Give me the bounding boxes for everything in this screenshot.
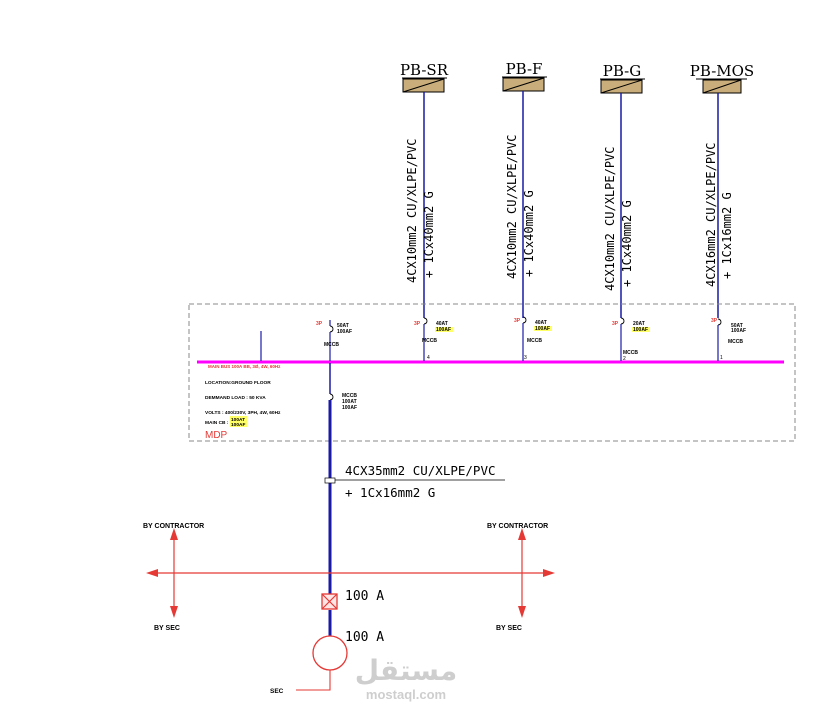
breaker-pb-sr: 3P 40AT 100AF MCCB 4 <box>414 317 453 361</box>
breaker-symbol-icon <box>522 316 527 324</box>
breaker-rating: 40AT <box>535 320 547 326</box>
panel-board-pb-f: PB-F <box>502 60 547 92</box>
sec-label: SEC <box>270 688 284 695</box>
way-number: 3 <box>524 355 527 361</box>
isolator <box>321 593 338 610</box>
isolator-rating: 100 A <box>345 589 384 604</box>
cable-spec-line2: + 1Cx40mm2 G <box>422 191 436 278</box>
breaker-frame: 100AF <box>633 327 648 333</box>
breaker-type: MCCB <box>422 338 437 344</box>
watermark-arabic: مستقل <box>355 655 457 686</box>
feeder-cable-line2: + 1Cx16mm2 G <box>345 485 435 500</box>
demand-load-text: DEMMAND LOAD : 50 KVA <box>205 395 266 401</box>
panel-name: PB-G <box>603 62 641 80</box>
arrow-down-icon <box>170 606 178 618</box>
breaker-rating: 40AT <box>436 321 448 327</box>
watermark: مستقل mostaql.com <box>355 655 457 702</box>
breaker-symbol-icon <box>620 317 625 325</box>
panel-name: PB-F <box>506 60 543 78</box>
main-breaker-symbol-icon <box>329 393 334 401</box>
cable-spec-line1: 4CX10mm2 CU/XLPE/PVC <box>603 147 617 292</box>
cable-spec-line2: + 1Cx40mm2 G <box>620 200 634 287</box>
breaker-rating: 50AT <box>731 323 743 329</box>
pole-mark: 3P <box>612 321 619 327</box>
sec-leader-line <box>296 670 331 691</box>
panel-name: PB-SR <box>400 61 449 79</box>
arrow-right-icon <box>543 569 555 577</box>
breaker-rating: 50AT <box>337 323 349 329</box>
by-contractor-left: BY CONTRACTOR <box>143 523 204 530</box>
breaker-pb-mos: 3P 50AT 100AF MCCB 1 <box>711 318 746 361</box>
breaker-symbol-icon <box>423 317 428 325</box>
feeder-cable-line1: 4CX35mm2 CU/XLPE/PVC <box>345 463 496 478</box>
breaker-rating: 20AT <box>633 321 645 327</box>
main-breaker-frame: 100AF <box>342 405 357 411</box>
pole-mark: 3P <box>316 321 323 327</box>
panel-board-pb-mos: PB-MOS <box>690 62 754 94</box>
main-cb-rating: 100AT <box>231 417 245 423</box>
cable-spec-line1: 4CX10mm2 CU/XLPE/PVC <box>405 139 419 284</box>
panel-name: PB-MOS <box>690 62 754 80</box>
pole-mark: 3P <box>414 321 421 327</box>
breaker-type: MCCB <box>324 342 339 348</box>
way-number: 2 <box>623 356 626 362</box>
mdp-enclosure <box>188 303 796 442</box>
breaker-frame: 100AF <box>337 329 352 335</box>
breaker-type: MCCB <box>527 338 542 344</box>
cable-tag-icon <box>324 477 336 484</box>
feeder-lines <box>423 91 719 318</box>
breaker-symbol-icon <box>717 318 722 326</box>
location-text: LOCATION:GROUND FLOOR <box>205 380 271 386</box>
cable-spec-line2: + 1Cx16mm2 G <box>720 192 734 279</box>
by-sec-right: BY SEC <box>496 625 522 632</box>
main-cb-frame: 100AF <box>231 422 245 428</box>
meter-circle-icon <box>312 635 348 671</box>
breaker-spare: 3P 50AT 100AF MCCB <box>316 320 352 361</box>
arrow-up-icon <box>518 528 526 540</box>
panel-board-pb-g: PB-G <box>600 62 645 94</box>
by-contractor-right: BY CONTRACTOR <box>487 523 548 530</box>
panel-board-pb-sr: PB-SR <box>400 61 449 93</box>
cable-spec-line1: 4CX16mm2 CU/XLPE/PVC <box>704 143 718 288</box>
watermark-latin: mostaql.com <box>366 687 446 702</box>
breaker-type: MCCB <box>623 350 638 356</box>
volts-text: VOLTS : 400/230V, 3PH, 4W, 60Hz <box>205 410 281 416</box>
way-number: 1 <box>720 355 723 361</box>
main-bus-label: MAIN BUS 100A BB, 3Ø, 4W, 60Hz <box>208 364 281 369</box>
cable-spec-line2: + 1Cx40mm2 G <box>522 190 536 277</box>
breaker-frame: 100AF <box>436 327 451 333</box>
breaker-frame: 100AF <box>731 328 746 334</box>
main-breaker-rating: 100AT <box>342 399 357 405</box>
arrow-up-icon <box>170 528 178 540</box>
breaker-pb-f: 3P 40AT 100AF MCCB 3 <box>514 316 552 361</box>
main-cb-label: MAIN CB : <box>205 420 229 426</box>
main-breaker-type: MCCB <box>342 393 357 399</box>
arrow-down-icon <box>518 606 526 618</box>
breaker-frame: 100AF <box>535 326 550 332</box>
arrow-left-icon <box>146 569 158 577</box>
cable-spec-line1: 4CX10mm2 CU/XLPE/PVC <box>505 135 519 280</box>
by-sec-left: BY SEC <box>154 625 180 632</box>
scope-boundary <box>146 528 555 618</box>
breaker-type: MCCB <box>728 339 743 345</box>
meter-rating: 100 A <box>345 630 384 645</box>
way-number: 4 <box>427 355 430 361</box>
pole-mark: 3P <box>711 318 718 324</box>
pole-mark: 3P <box>514 318 521 324</box>
breaker-pb-g: 3P 20AT 100AF MCCB 2 <box>612 317 650 362</box>
breaker-symbol-icon <box>329 325 334 333</box>
panel-name-mdp: MDP <box>205 430 228 441</box>
